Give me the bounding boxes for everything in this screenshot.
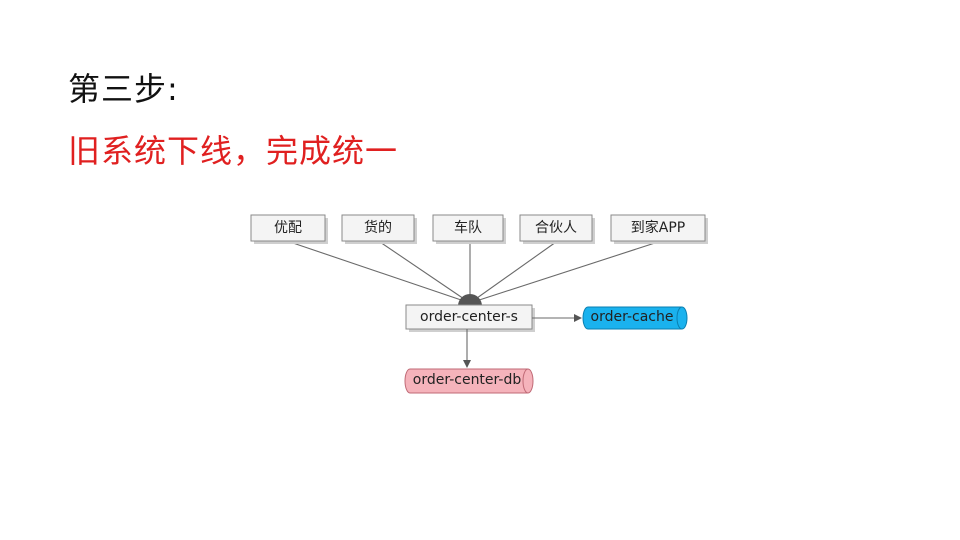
step-title: 第三步: [68,70,179,108]
client-label-chedui: 车队 [454,219,482,236]
client-label-hehuoren: 合伙人 [535,220,577,236]
client-node-huodi: 货的 [341,214,417,244]
database-label: order-center-db [413,372,522,388]
client-label-huodi: 货的 [364,219,392,236]
fan-in-hub-icon [458,294,482,306]
client-node-youpei: 优配 [250,214,328,244]
service-label: order-center-s [420,309,518,325]
step-subtitle: 旧系统下线，完成统一 [68,132,399,170]
client-node-hehuoren: 合伙人 [519,214,595,244]
edge-huodi-service [379,241,471,304]
edge-youpei-service [289,241,471,304]
client-node-daojia: 到家APP [610,214,708,244]
edge-hehuoren-service [469,241,557,304]
service-node: order-center-s [405,304,535,332]
cache-node: order-cache [582,306,688,330]
cache-label: order-cache [591,309,674,325]
client-label-youpei: 优配 [274,220,302,236]
client-label-daojia: 到家APP [631,219,685,236]
database-node: order-center-db [404,368,534,394]
edge-daojia-service [469,241,659,304]
client-node-chedui: 车队 [432,214,506,244]
